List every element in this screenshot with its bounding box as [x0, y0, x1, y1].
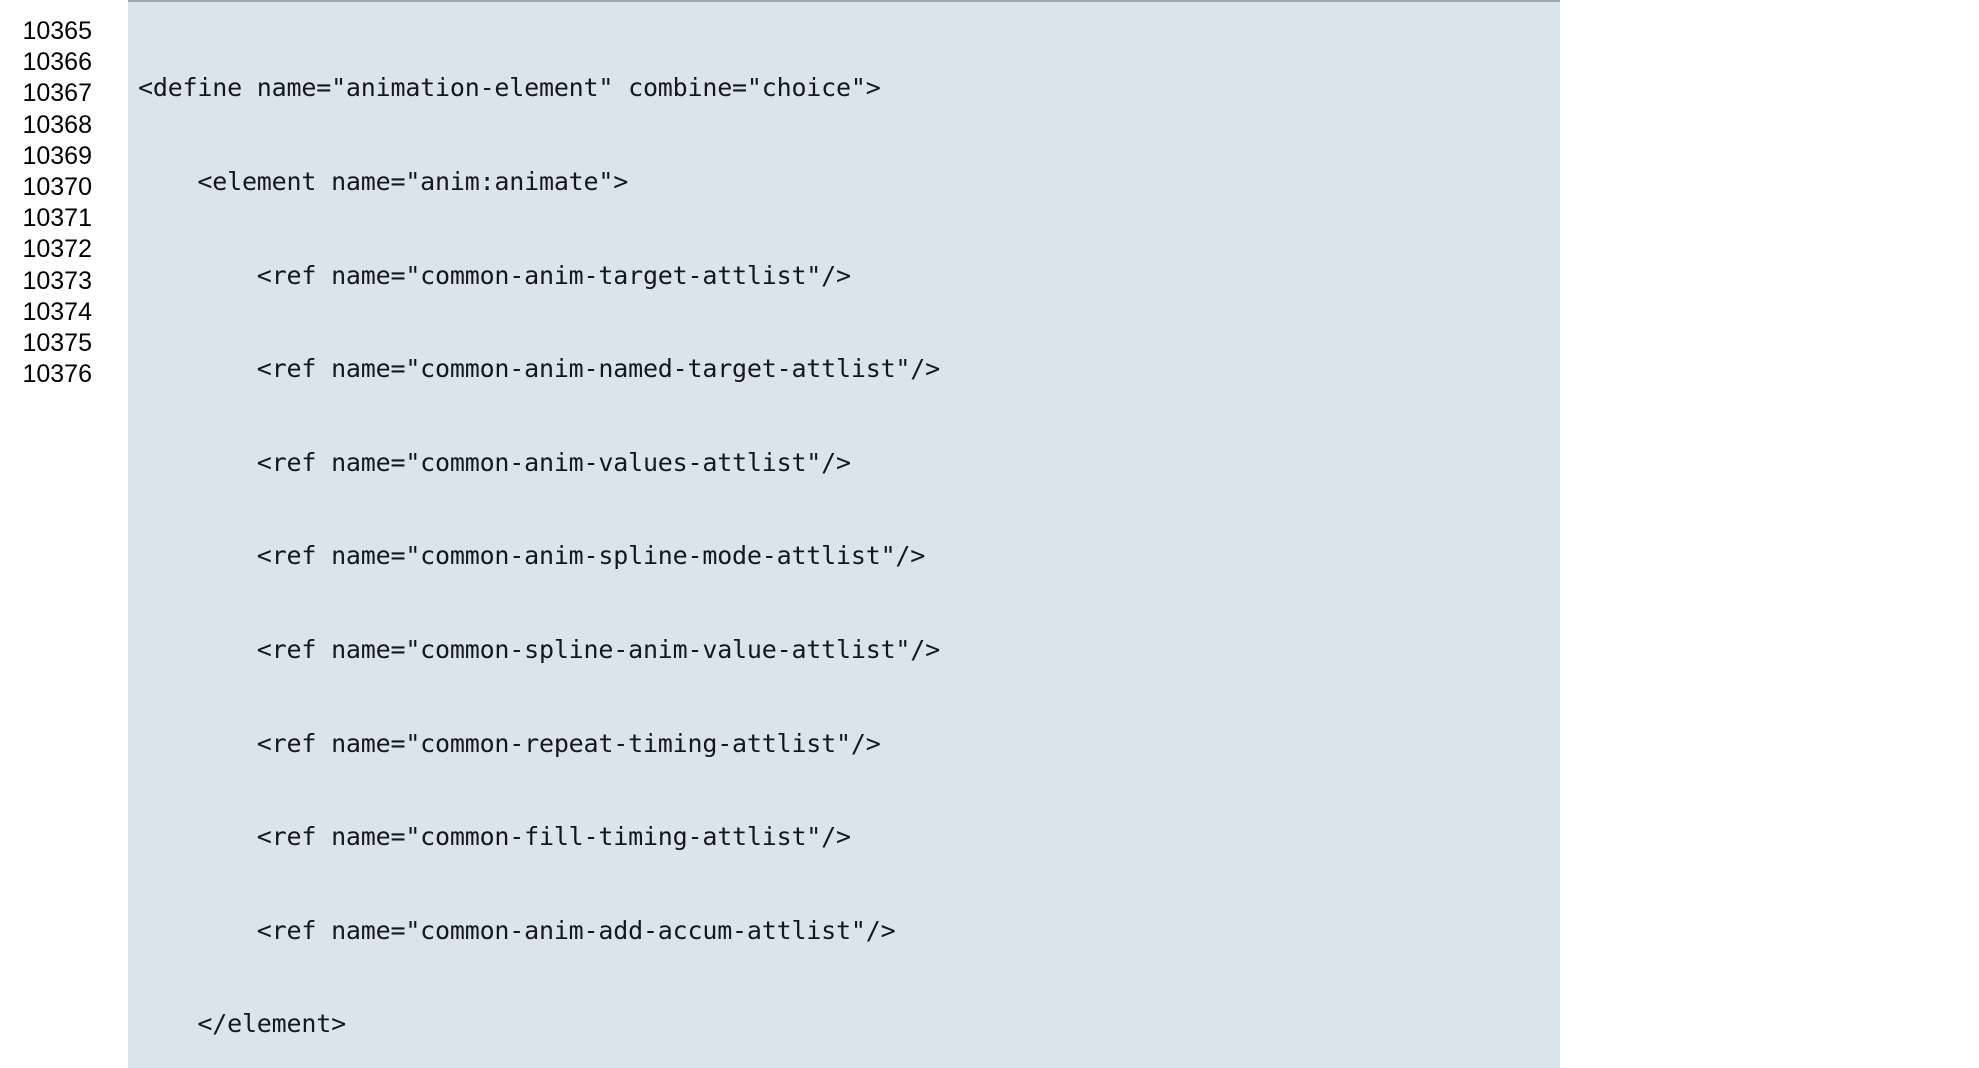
- code-line: <ref name="common-anim-named-target-attl…: [138, 354, 940, 384]
- code-line: <define name="animation-element" combine…: [138, 73, 881, 103]
- line-number: 10368: [22, 110, 92, 139]
- line-number: 10374: [22, 297, 92, 326]
- line-number-gutter: 10365 10366 10367 10368 10369 10370 1037…: [0, 0, 92, 391]
- code-line: <ref name="common-anim-values-attlist"/>: [138, 447, 851, 477]
- line-number: 10365: [22, 17, 92, 45]
- line-number: 10370: [22, 173, 92, 202]
- line-number: 10376: [22, 360, 92, 389]
- code-text: <define name="animation-element" combine…: [128, 10, 1560, 1068]
- line-number: 10372: [22, 235, 92, 264]
- line-number: 10375: [22, 329, 92, 358]
- code-listing-page: 10365 10366 10367 10368 10369 10370 1037…: [22, 0, 1560, 1068]
- code-line: <ref name="common-fill-timing-attlist"/>: [138, 822, 851, 852]
- code-line: <ref name="common-anim-add-accum-attlist…: [138, 915, 896, 945]
- line-number: 10369: [22, 141, 92, 170]
- code-line: <ref name="common-repeat-timing-attlist"…: [138, 728, 881, 758]
- line-number: 10366: [22, 48, 92, 77]
- code-line: </element>: [138, 1009, 346, 1039]
- line-number: 10371: [22, 204, 92, 233]
- code-line: <element name="anim:animate">: [138, 167, 629, 196]
- code-line: <ref name="common-spline-anim-value-attl…: [138, 634, 940, 664]
- line-number: 10373: [22, 266, 92, 295]
- code-line: <ref name="common-anim-spline-mode-attli…: [138, 541, 926, 571]
- code-line: <ref name="common-anim-target-attlist"/>: [138, 260, 851, 290]
- code-block: <define name="animation-element" combine…: [128, 0, 1560, 1068]
- line-number: 10367: [22, 79, 92, 108]
